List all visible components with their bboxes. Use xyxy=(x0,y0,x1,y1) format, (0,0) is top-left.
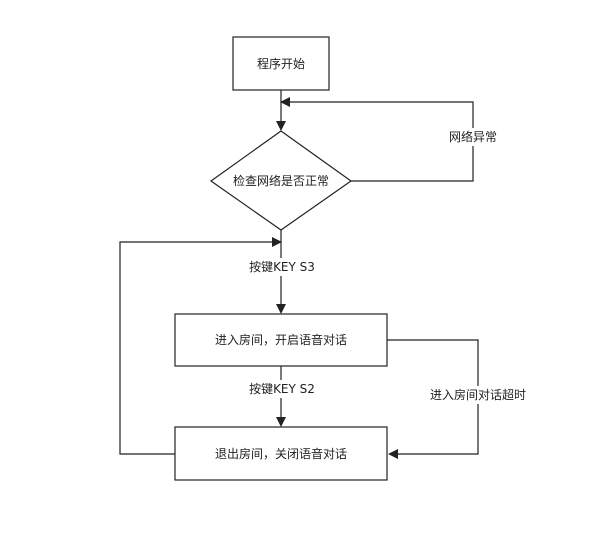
start-node xyxy=(232,36,330,91)
arrowhead-timeout xyxy=(388,449,398,459)
exit-room-node xyxy=(174,426,388,481)
check-network-label: 检查网络是否正常 xyxy=(233,173,329,188)
arrowhead-network-error xyxy=(280,97,290,107)
exit-room-label: 退出房间，关闭语音对话 xyxy=(215,446,347,461)
press-s3-label: 按键KEY S3 xyxy=(249,260,315,274)
edge-exit-back-loop xyxy=(119,241,272,455)
timeout-label-bg xyxy=(423,386,533,404)
press-s2-label-bg xyxy=(244,380,320,398)
enter-room-node xyxy=(174,313,388,367)
enter-room-label: 进入房间，开启语音对话 xyxy=(215,332,347,347)
arrowhead-check-to-enter xyxy=(276,304,286,314)
arrowhead-enter-to-exit xyxy=(276,417,286,427)
arrowhead-start-to-check xyxy=(276,121,286,131)
press-s2-label: 按键KEY S2 xyxy=(249,382,315,396)
check-network-node xyxy=(209,130,353,231)
timeout-label: 进入房间对话超时 xyxy=(430,387,526,402)
arrowhead-exit-back xyxy=(272,237,282,247)
network-error-label: 网络异常 xyxy=(449,129,497,144)
press-s3-label-bg xyxy=(244,258,320,276)
network-error-label-bg xyxy=(443,128,503,146)
start-node-label: 程序开始 xyxy=(257,56,305,71)
